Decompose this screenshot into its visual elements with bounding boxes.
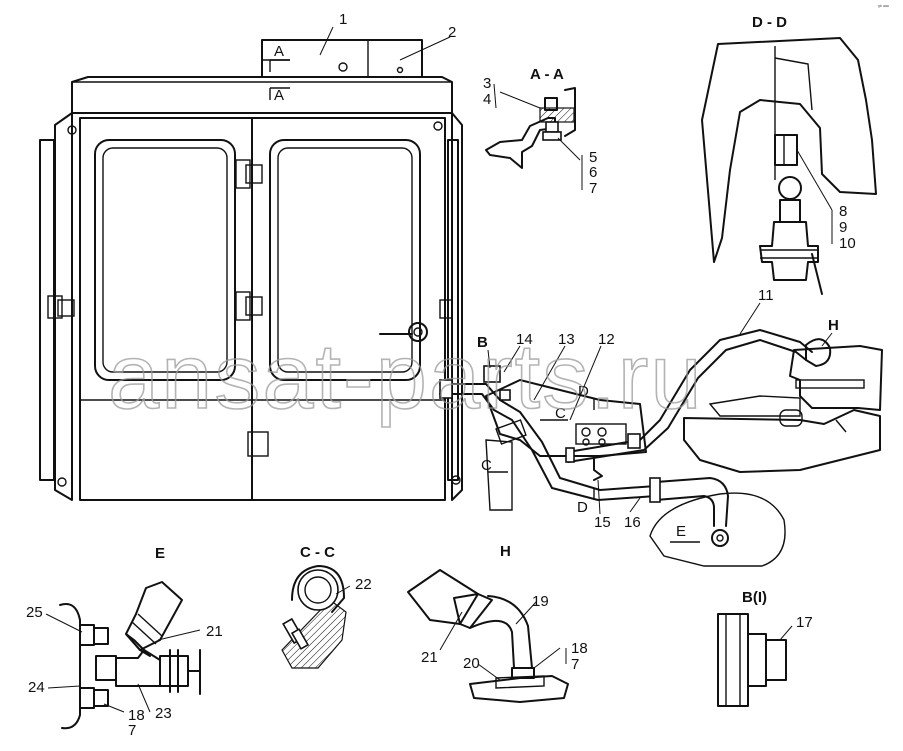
hose-sleeve	[407, 569, 479, 625]
callout-14: 14	[516, 331, 533, 348]
section-b-title: B(I)	[742, 589, 767, 606]
callout-12: 12	[598, 331, 615, 348]
corner-mark: ᵍᵇ ᵃᵃᵃ	[878, 4, 889, 10]
callout-10: 10	[839, 235, 856, 252]
section-dd-title: D - D	[752, 14, 787, 31]
hose-clamp-h	[805, 338, 832, 367]
engine-block	[683, 409, 881, 473]
callout-18a: 18	[571, 640, 588, 657]
section-cc-detail: C - C 22	[281, 544, 372, 669]
callout-20: 20	[463, 655, 480, 672]
callout-3: 3	[483, 75, 491, 92]
cab-panel	[701, 37, 877, 263]
section-marker-b: B	[477, 334, 488, 351]
callout-9: 9	[839, 219, 847, 236]
cab-view: A A 1 2	[39, 11, 463, 501]
callout-24: 24	[28, 679, 45, 696]
section-marker-a-bottom: A	[274, 87, 284, 104]
callout-15: 15	[594, 514, 611, 531]
callout-7c: 7	[128, 722, 136, 739]
mount-flange	[469, 675, 569, 703]
section-marker-h: H	[828, 317, 839, 334]
section-marker-c-lower: C	[481, 457, 492, 474]
door-handle	[408, 322, 428, 342]
callout-5: 5	[589, 149, 597, 166]
section-e-title: E	[155, 545, 165, 562]
callout-2: 2	[448, 24, 456, 41]
pipe-section	[297, 569, 339, 611]
valve	[759, 221, 819, 281]
callout-21a: 21	[421, 649, 438, 666]
section-marker-e: E	[676, 523, 686, 540]
callout-7b: 7	[571, 656, 579, 673]
callout-25: 25	[26, 604, 43, 621]
callout-4: 4	[483, 91, 491, 108]
callout-21b: 21	[206, 623, 223, 640]
section-dd-detail: D - D 8 9 10	[701, 14, 877, 295]
section-e-boundary	[649, 492, 786, 567]
section-cc-title: C - C	[300, 544, 335, 561]
section-marker-c-upper: C	[555, 405, 566, 422]
section-h-detail: H 19 21 20 18 7	[407, 543, 588, 703]
callout-23: 23	[155, 705, 172, 722]
callout-7a: 7	[589, 180, 597, 197]
watermark-text: ansat-parts.ru	[108, 326, 704, 428]
callout-22: 22	[355, 576, 372, 593]
section-marker-a-top: A	[274, 43, 284, 60]
bracket	[485, 117, 556, 169]
section-marker-d-upper: D	[578, 383, 589, 400]
hose-routing-view: E C C D D B H 11 12 13 14 15 16	[439, 287, 883, 567]
right-window	[269, 139, 421, 381]
callout-18b: 18	[128, 707, 145, 724]
section-aa-detail: A - A 3 4 5 6 7	[483, 66, 597, 197]
callout-6: 6	[589, 164, 597, 181]
tee-fitting	[115, 649, 161, 687]
section-h-title: H	[500, 543, 511, 560]
callout-11: 11	[758, 287, 774, 304]
valve-15	[593, 455, 603, 481]
cylinder-head	[789, 345, 883, 411]
callout-1: 1	[339, 11, 347, 28]
plug-17	[765, 639, 787, 681]
callout-19: 19	[532, 593, 549, 610]
section-e-detail: E 21 25 24 23 18 7	[26, 545, 223, 739]
callout-8: 8	[839, 203, 847, 220]
door-frame	[79, 117, 446, 501]
section-marker-d-lower: D	[577, 499, 588, 516]
callout-16: 16	[624, 514, 641, 531]
right-pillar	[451, 112, 463, 501]
panel-wall	[717, 613, 749, 707]
hose-end	[125, 581, 183, 651]
left-window	[94, 139, 236, 381]
fitting-b	[439, 379, 453, 399]
callout-13: 13	[558, 331, 575, 348]
engine-wall	[59, 603, 81, 730]
section-b-detail: B(I) 17	[717, 589, 813, 707]
hose-16	[655, 477, 729, 527]
section-aa-title: A - A	[530, 66, 564, 83]
callout-17: 17	[796, 614, 813, 631]
